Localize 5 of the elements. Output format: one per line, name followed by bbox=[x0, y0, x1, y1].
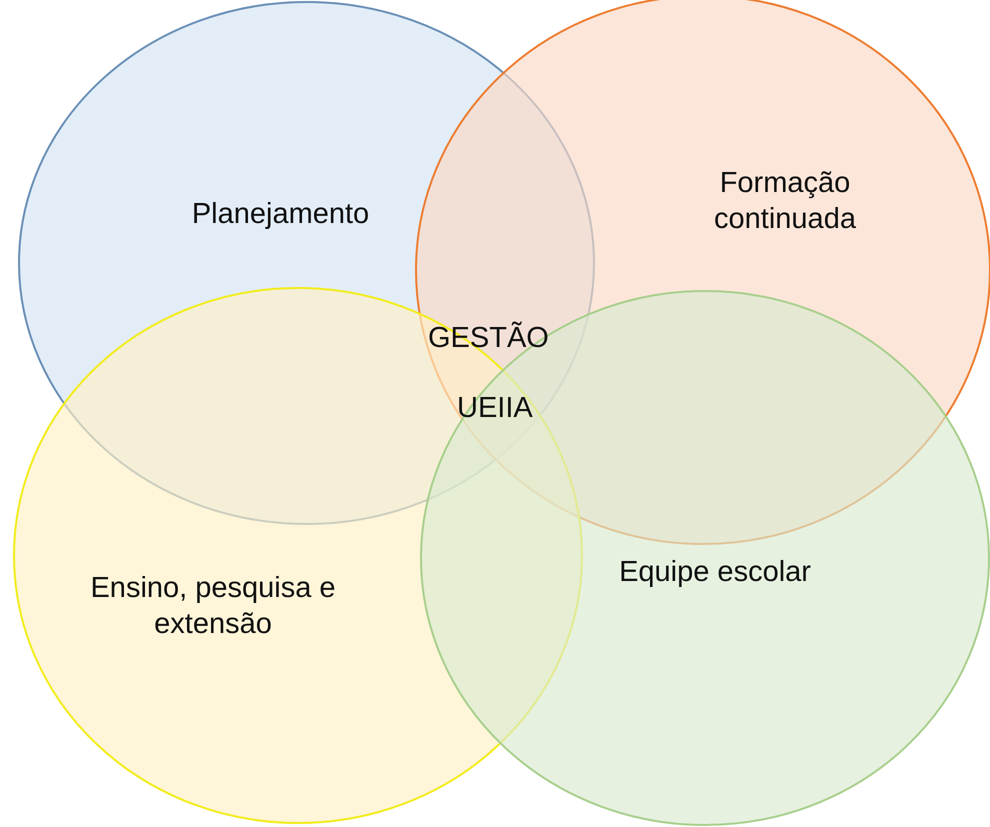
center-label: UEIIA bbox=[457, 392, 533, 425]
circle-label: Ensino, pesquisa e extensão bbox=[89, 571, 337, 642]
circle-label: Formação continuada bbox=[713, 166, 857, 237]
circle-label: Equipe escolar bbox=[618, 555, 812, 590]
circle-label: Planejamento bbox=[190, 197, 370, 232]
